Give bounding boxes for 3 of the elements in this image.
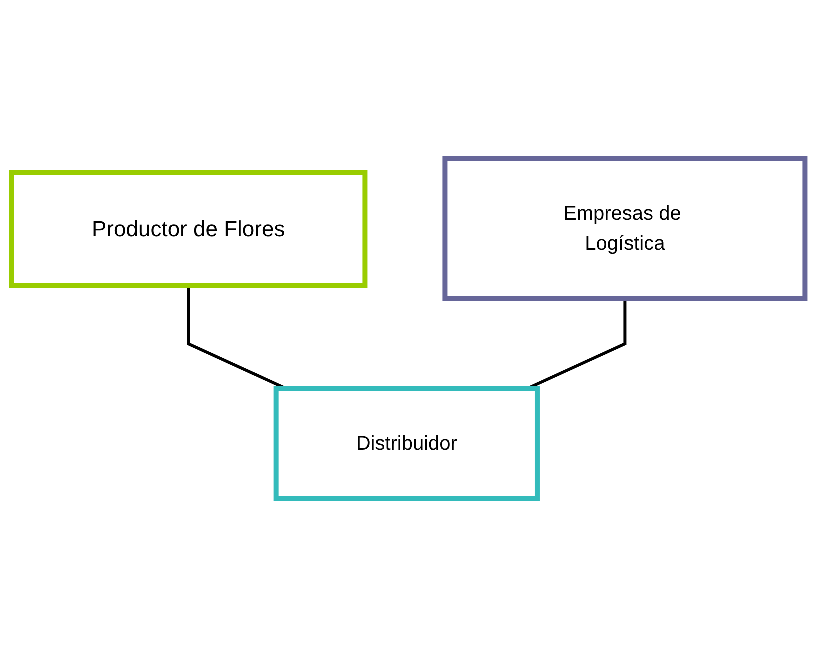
node-box: Productor de Flores bbox=[10, 170, 368, 288]
node-box: Distribuidor bbox=[274, 386, 540, 501]
node-box: Empresas de Logística bbox=[443, 156, 808, 301]
